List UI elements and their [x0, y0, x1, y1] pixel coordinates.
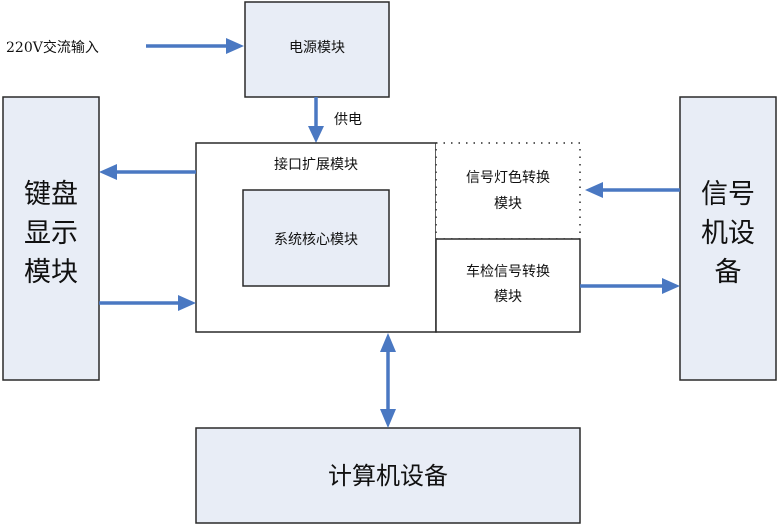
keyboard-display-label-2: 显示: [24, 218, 78, 249]
signal-light-conv-box: [435, 142, 581, 240]
computer-link-arrow-head-up: [380, 333, 396, 352]
to-signal-light-arrow-head: [585, 182, 603, 198]
vehicle-detect-conv-label-1: 车检信号转换: [466, 263, 550, 280]
signal-device-label-1: 信号: [701, 179, 755, 210]
interface-expansion-label: 接口扩展模块: [274, 156, 358, 173]
system-core-label: 系统核心模块: [274, 232, 358, 248]
signal-light-conv-label-1: 信号灯色转换: [466, 169, 550, 186]
power-module-label: 电源模块: [289, 40, 345, 56]
signal-device-label-3: 备: [715, 257, 742, 288]
power-supply-arrow-head: [308, 126, 324, 143]
keyboard-display-label-3: 模块: [24, 257, 78, 288]
power-module-box: [244, 1, 390, 98]
signal-device-box: [679, 96, 777, 381]
input-arrow-head: [226, 38, 244, 54]
computer-link-arrow-head-down: [380, 409, 396, 428]
signal-device-label-2: 机设: [701, 218, 755, 249]
signal-light-conv-label-2: 模块: [494, 196, 522, 212]
computer-device-label: 计算机设备: [328, 462, 448, 490]
from-keyboard-arrow-head: [178, 295, 196, 311]
vehicle-detect-conv-label-2: 模块: [494, 289, 522, 305]
input-220v-label: 220V交流输入: [6, 39, 99, 56]
system-core-box: [242, 189, 390, 287]
power-supply-label: 供电: [334, 112, 362, 128]
keyboard-display-label-1: 键盘: [24, 179, 78, 210]
to-signal-device-arrow-head: [662, 278, 680, 294]
vehicle-detect-conv-box: [435, 238, 581, 333]
computer-device-box: [195, 427, 581, 524]
keyboard-display-box: [2, 96, 100, 381]
to-keyboard-arrow-head: [99, 164, 117, 180]
